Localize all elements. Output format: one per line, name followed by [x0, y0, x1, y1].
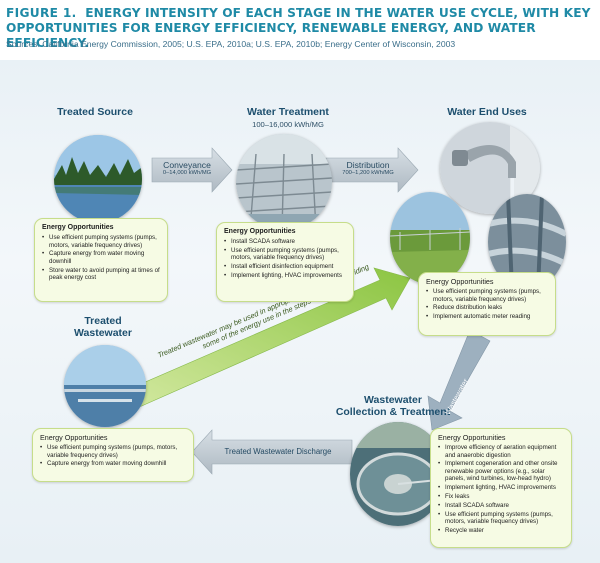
list-item: Implement lighting, HVAC improvements: [438, 484, 564, 492]
stage-title-treated-wastewater: Treated Wastewater: [58, 315, 148, 339]
list-item: Use efficient pumping systems (pumps, mo…: [426, 288, 548, 303]
box-heading: Energy Opportunities: [224, 228, 296, 235]
wastewater-ct-title-line2: Collection & Treatment: [335, 406, 451, 418]
list-item: Install efficient disinfection equipment: [224, 263, 346, 271]
opportunities-box-treated-wastewater: Energy Opportunities Use efficient pumpi…: [32, 428, 194, 482]
figure-sources: Sources: California Energy Commission, 2…: [6, 39, 456, 49]
opportunities-list: Install SCADA software Use efficient pum…: [224, 238, 346, 280]
opportunities-box-wastewater-ct: Energy Opportunities Improve efficiency …: [430, 428, 572, 548]
opportunities-box-end-uses: Energy Opportunities Use efficient pumpi…: [418, 272, 556, 336]
treated-wastewater-title-line2: Wastewater: [74, 327, 132, 339]
opportunities-list: Use efficient pumping systems (pumps, mo…: [426, 288, 548, 321]
list-item: Store water to avoid pumping at times of…: [42, 267, 160, 282]
conveyance-arrow-shape: [151, 147, 233, 193]
flow-arrows: [119, 147, 491, 475]
opportunities-box-water-treatment: Energy Opportunities Install SCADA softw…: [216, 222, 354, 302]
box-heading: Energy Opportunities: [42, 224, 114, 231]
wastewater-ct-title-line1: Wastewater: [364, 394, 422, 406]
list-item: Implement cogeneration and other onsite …: [438, 460, 564, 482]
list-item: Capture energy from water moving downhil…: [42, 250, 160, 265]
opportunities-list: Use efficient pumping systems (pumps, mo…: [40, 444, 186, 468]
diagram-canvas: Treated Source Water Treatment 100–16,00…: [0, 60, 600, 563]
box-heading: Energy Opportunities: [40, 433, 108, 442]
distribution-name: Distribution: [346, 160, 390, 170]
wastewater-arrow-shape: [427, 329, 491, 431]
water-treatment-intensity: 100–16,000 kWh/MG: [252, 120, 324, 129]
conveyance-value: 0–14,000 kWh/MG: [162, 170, 212, 176]
distribution-value: 700–1,200 kWh/MG: [342, 170, 394, 176]
conveyance-label: Conveyance 0–14,000 kWh/MG: [152, 160, 222, 176]
treated-wastewater-title-line1: Treated: [84, 315, 122, 327]
figure-label: FIGURE 1.: [6, 6, 77, 20]
treatment-plant-photo: [236, 134, 332, 230]
distribution-label: Distribution 700–1,200 kWh/MG: [328, 160, 408, 176]
stage-title-water-end-uses: Water End Uses: [447, 106, 527, 118]
figure-title: FIGURE 1. ENERGY INTENSITY OF EACH STAGE…: [6, 6, 596, 51]
box-heading: Energy Opportunities: [426, 277, 494, 286]
discharge-arrow-shape: [191, 429, 353, 475]
opportunities-box-treated-source: Energy Opportunities Use efficient pumpi…: [34, 218, 168, 302]
conveyance-name: Conveyance: [163, 160, 211, 170]
reuse-arrow-shape: [119, 267, 411, 413]
list-item: Use efficient pumping systems (pumps, mo…: [42, 234, 160, 249]
list-item: Reduce distribution leaks: [426, 304, 548, 312]
opportunities-list: Use efficient pumping systems (pumps, mo…: [42, 234, 160, 281]
list-item: Implement automatic meter reading: [426, 313, 548, 321]
list-item: Improve efficiency of aeration equipment…: [438, 444, 564, 459]
figure-title-text: ENERGY INTENSITY OF EACH STAGE IN THE WA…: [6, 6, 591, 50]
opportunities-list: Improve efficiency of aeration equipment…: [438, 444, 564, 534]
list-item: Use efficient pumping systems (pumps, mo…: [224, 247, 346, 262]
discharge-pond-photo: [64, 345, 146, 427]
irrigation-photo: [390, 192, 470, 284]
list-item: Install SCADA software: [224, 238, 346, 246]
stage-title-treated-source: Treated Source: [57, 106, 133, 118]
distribution-arrow-shape: [325, 147, 419, 193]
list-item: Fix leaks: [438, 493, 564, 501]
list-item: Recycle water: [438, 527, 564, 535]
box-heading: Energy Opportunities: [438, 433, 506, 442]
stage-title-water-treatment: Water Treatment: [247, 106, 329, 118]
list-item: Install SCADA software: [438, 502, 564, 510]
list-item: Use efficient pumping systems (pumps, mo…: [438, 511, 564, 526]
discharge-arrow-label: Treated Wastewater Discharge: [224, 447, 332, 456]
list-item: Use efficient pumping systems (pumps, mo…: [40, 444, 186, 459]
list-item: Implement lighting, HVAC improvements: [224, 272, 346, 280]
list-item: Capture energy from water moving downhil…: [40, 460, 186, 468]
stage-title-wastewater-ct: Wastewater Collection & Treatment: [318, 394, 468, 418]
lake-photo: [54, 135, 142, 223]
